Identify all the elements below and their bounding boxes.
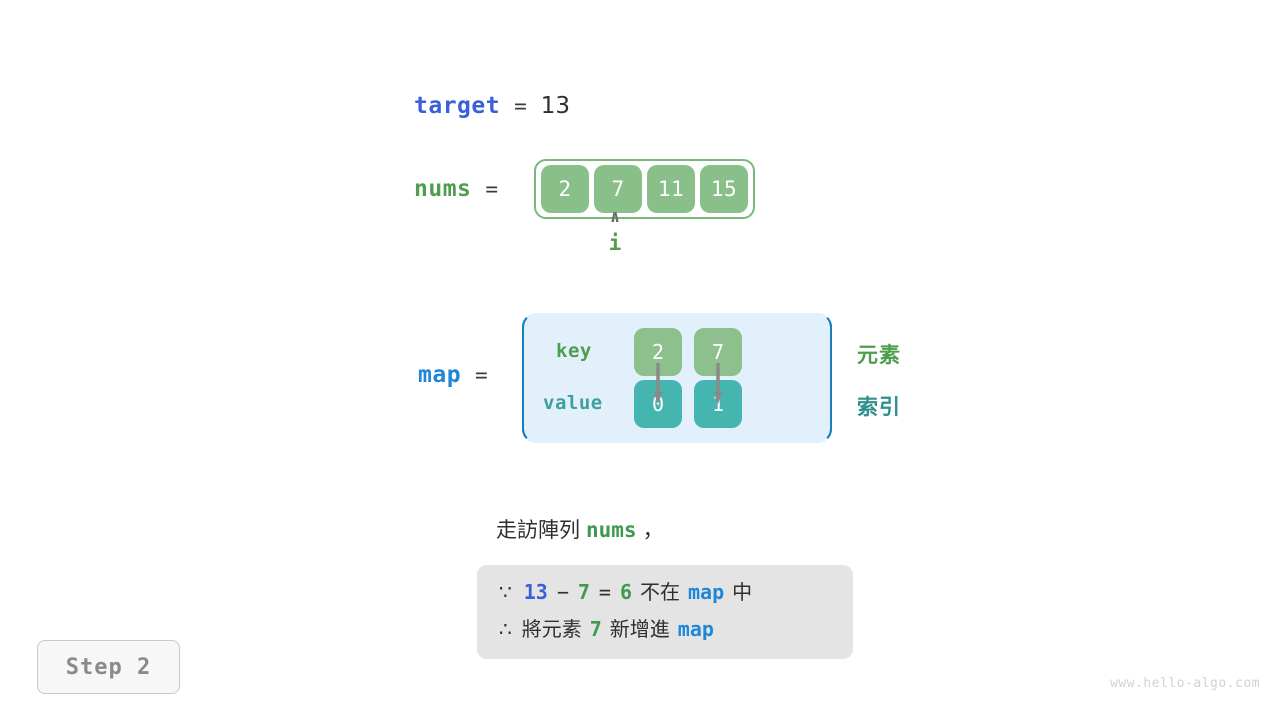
map-row-label-value: value <box>543 392 603 414</box>
target-variable-name: target <box>414 93 501 119</box>
array-cell: 7 <box>594 165 643 213</box>
info2-code-map: map <box>677 617 714 641</box>
map-row-label-key: key <box>556 340 592 362</box>
info-operand-b: 7 <box>577 580 590 604</box>
key-to-value-arrow-icon <box>713 363 723 404</box>
index-pointer: ∧ i <box>591 208 639 256</box>
map-key-cell: 7 <box>694 328 742 376</box>
info2-text-start: 將元素 <box>521 617 582 641</box>
equals-operator: = <box>598 580 611 604</box>
side-label-index: 索引 <box>857 395 901 419</box>
info2-number: 7 <box>589 617 602 641</box>
nums-array-container: 2 7 11 15 <box>534 159 756 219</box>
caption-prefix: 走訪陣列 <box>496 518 580 542</box>
array-cell: 15 <box>700 165 749 213</box>
because-symbol: ∵ <box>499 580 512 604</box>
target-row: target = 13 <box>414 93 570 119</box>
array-cell: 11 <box>647 165 696 213</box>
nums-equals-sign: = <box>485 177 499 201</box>
map-equals-sign: = <box>475 363 488 387</box>
array-cell: 2 <box>541 165 590 213</box>
info2-text-mid: 新增進 <box>609 617 670 641</box>
info-text-end: 中 <box>732 580 753 604</box>
info-text-mid: 不在 <box>640 580 681 604</box>
caption-code: nums <box>586 518 637 542</box>
map-row: map = <box>418 362 488 388</box>
pointer-caret-icon: ∧ <box>609 207 621 227</box>
info-operand-a: 13 <box>523 580 548 604</box>
info-box: ∵ 13−7 = 6 不在 map 中 ∴ 將元素 7 新增進 map <box>477 565 853 659</box>
target-equals-sign: = <box>514 94 527 118</box>
therefore-symbol: ∴ <box>499 617 512 641</box>
info-code-map: map <box>688 580 725 604</box>
key-to-value-arrow-icon <box>653 363 663 404</box>
map-variable-name: map <box>418 362 462 388</box>
info-line-2: ∴ 將元素 7 新增進 map <box>499 611 831 648</box>
nums-row: nums = 2 7 11 15 <box>414 159 756 219</box>
info-line-1: ∵ 13−7 = 6 不在 map 中 <box>499 574 831 611</box>
pointer-label: i <box>608 231 622 255</box>
info-result: 6 <box>619 580 633 604</box>
nums-variable-name: nums <box>414 176 472 202</box>
target-value: 13 <box>540 93 571 119</box>
minus-operator: − <box>556 580 569 604</box>
caption-suffix: ， <box>642 518 664 542</box>
step-badge: Step 2 <box>37 640 180 694</box>
watermark: www.hello-algo.com <box>1110 676 1260 691</box>
side-label-element: 元素 <box>857 343 901 367</box>
